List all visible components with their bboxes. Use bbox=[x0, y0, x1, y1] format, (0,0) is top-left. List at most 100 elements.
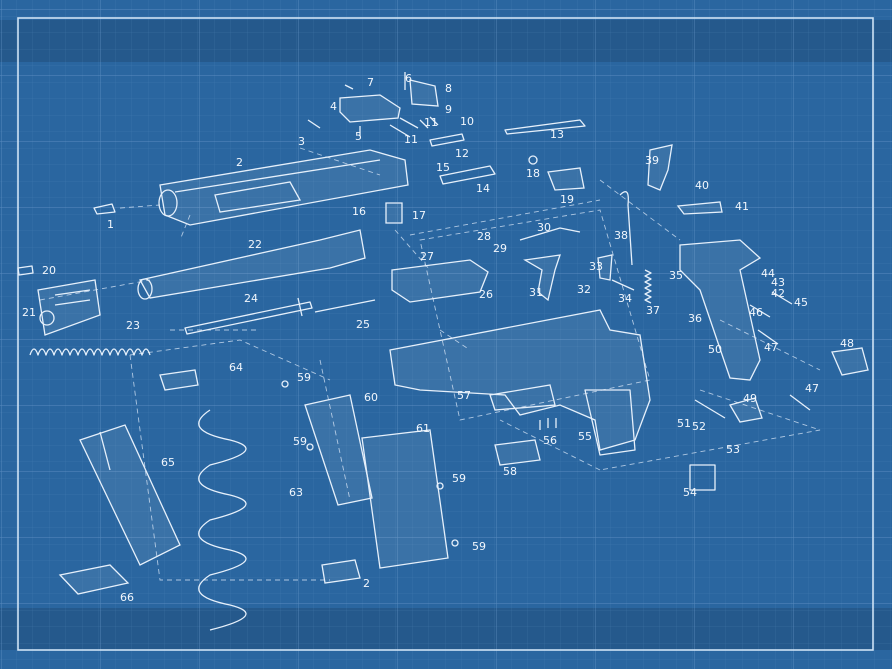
part-trigger bbox=[523, 254, 561, 302]
small-pins bbox=[344, 72, 439, 138]
part-number-label: 20 bbox=[42, 264, 56, 277]
part-41 bbox=[676, 201, 723, 215]
part-number-label: 36 bbox=[688, 312, 702, 325]
part-number-label: 59 bbox=[293, 435, 307, 448]
part-20 bbox=[17, 265, 34, 276]
part-19 bbox=[547, 167, 585, 191]
part-number-label: 11 bbox=[404, 133, 418, 146]
part-17 bbox=[385, 202, 403, 224]
screw-59 bbox=[451, 539, 459, 547]
part-number-label: 57 bbox=[457, 389, 471, 402]
grip-panel-60 bbox=[304, 394, 373, 506]
part-number-label: 38 bbox=[614, 229, 628, 242]
part-number-label: 61 bbox=[416, 422, 430, 435]
part-number-label: 53 bbox=[726, 443, 740, 456]
screw-59 bbox=[436, 482, 444, 490]
part-frame bbox=[389, 309, 651, 451]
part-number-label: 42 bbox=[771, 287, 785, 300]
part-37 bbox=[644, 269, 652, 304]
part-number-label: 44 bbox=[761, 267, 775, 280]
part-30 bbox=[519, 227, 581, 241]
part-number-label: 10 bbox=[460, 115, 474, 128]
part-number-label: 48 bbox=[840, 337, 854, 350]
part-number-label: 45 bbox=[794, 296, 808, 309]
part-number-label: 59 bbox=[452, 472, 466, 485]
part-number-label: 59 bbox=[472, 540, 486, 553]
part-12 bbox=[429, 133, 465, 147]
part-3 bbox=[307, 119, 321, 129]
part-guide-rod bbox=[184, 297, 313, 335]
part-number-label: 15 bbox=[436, 161, 450, 174]
part-number-label: 49 bbox=[743, 392, 757, 405]
part-number-label: 66 bbox=[120, 591, 134, 604]
part-number-label: 21 bbox=[22, 306, 36, 319]
part-number-label: 50 bbox=[708, 343, 722, 356]
part-number-label: 18 bbox=[526, 167, 540, 180]
part-4 bbox=[339, 94, 401, 123]
part-number-label: 1 bbox=[107, 218, 114, 231]
grip-panel-61 bbox=[361, 429, 449, 569]
part-number-label: 31 bbox=[529, 286, 543, 299]
part-number-label: 54 bbox=[683, 486, 697, 499]
part-33 bbox=[597, 254, 613, 281]
part-number-label: 52 bbox=[692, 420, 706, 433]
part-1 bbox=[93, 203, 116, 215]
part-number-label: 7 bbox=[367, 76, 374, 89]
part-number-label: 14 bbox=[476, 182, 490, 195]
part-number-label: 2 bbox=[236, 156, 243, 169]
part-number-label: 47 bbox=[805, 382, 819, 395]
pins-45-47 bbox=[749, 291, 793, 345]
part-number-label: 58 bbox=[503, 465, 517, 478]
part-number-label: 56 bbox=[543, 434, 557, 447]
part-number-label: 59 bbox=[297, 371, 311, 384]
part-number-label: 55 bbox=[578, 430, 592, 443]
part-47-pin bbox=[694, 394, 811, 419]
part-13 bbox=[504, 119, 586, 135]
part-hammer bbox=[647, 144, 673, 191]
part-number-label: 39 bbox=[645, 154, 659, 167]
part-number-label: 37 bbox=[646, 304, 660, 317]
part-18 bbox=[528, 155, 538, 165]
compensator-bore bbox=[39, 310, 55, 326]
parts-55-56 bbox=[539, 418, 557, 430]
part-54 bbox=[689, 464, 716, 491]
part-number-label: 5 bbox=[355, 130, 362, 143]
part-slide-muzzle bbox=[158, 189, 178, 217]
part-number-label: 23 bbox=[126, 319, 140, 332]
magazine-base-66 bbox=[58, 564, 130, 595]
part-number-label: 63 bbox=[289, 486, 303, 499]
part-number-label: 28 bbox=[477, 230, 491, 243]
part-number-label: 12 bbox=[455, 147, 469, 160]
part-25 bbox=[314, 299, 376, 313]
magazine-65 bbox=[79, 424, 181, 566]
part-number-label: 26 bbox=[479, 288, 493, 301]
part-number-label: 64 bbox=[229, 361, 243, 374]
part-number-label: 16 bbox=[352, 205, 366, 218]
part-recoil-spring bbox=[29, 348, 151, 356]
part-number-label: 65 bbox=[161, 456, 175, 469]
part-number-label: 25 bbox=[356, 318, 370, 331]
part-number-label: 17 bbox=[412, 209, 426, 222]
part-number-label: 30 bbox=[537, 221, 551, 234]
part-64 bbox=[159, 369, 199, 391]
part-number-label: 9 bbox=[445, 103, 452, 116]
frame-grip bbox=[584, 389, 636, 456]
part-number-label: 46 bbox=[749, 306, 763, 319]
part-number-label: 6 bbox=[405, 72, 412, 85]
part-49 bbox=[729, 397, 763, 423]
part-number-label: 11 bbox=[424, 116, 438, 129]
part-number-label: 3 bbox=[298, 135, 305, 148]
part-number-label: 47 bbox=[764, 341, 778, 354]
barrel-muzzle bbox=[137, 278, 153, 300]
part-number-label: 24 bbox=[244, 292, 258, 305]
part-38 bbox=[619, 191, 633, 266]
part-number-label: 51 bbox=[677, 417, 691, 430]
part-number-label: 4 bbox=[330, 100, 337, 113]
part-barrel bbox=[139, 229, 366, 299]
part-8 bbox=[409, 79, 439, 107]
parts bbox=[17, 72, 869, 631]
part-50 bbox=[679, 239, 762, 381]
